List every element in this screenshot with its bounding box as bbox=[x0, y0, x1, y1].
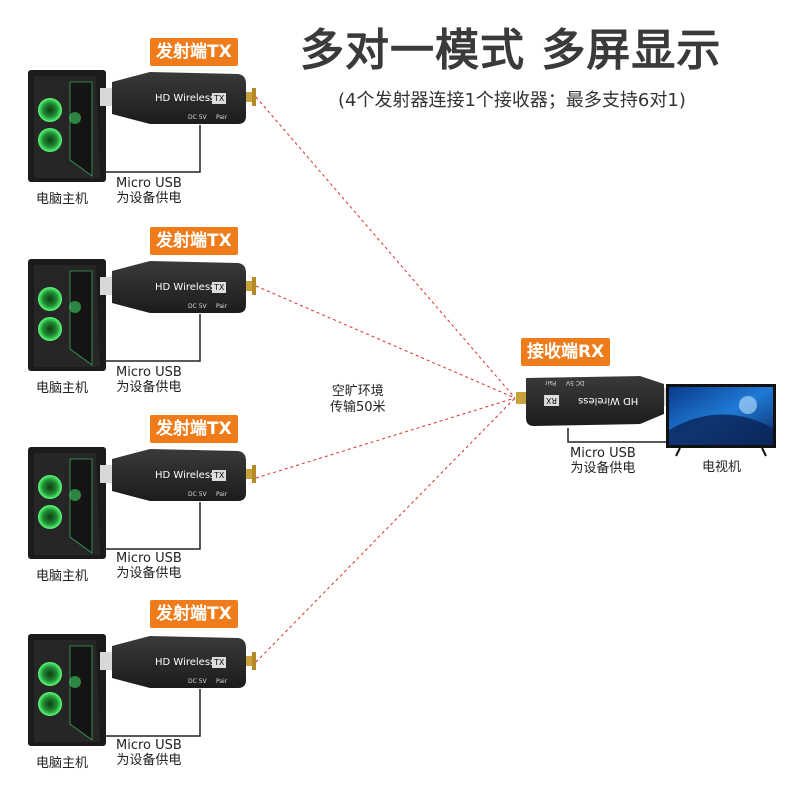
usb-label-1: Micro USB 为设备供电 bbox=[116, 176, 182, 206]
signal-line-1 bbox=[255, 96, 516, 399]
tx-device-text-2: HD Wireless bbox=[155, 282, 216, 293]
rx-port-dc: DC 5V bbox=[566, 379, 585, 386]
page-title: 多对一模式 多屏显示 bbox=[300, 25, 722, 76]
tx-tag-3: TX bbox=[212, 470, 227, 481]
rx-unit bbox=[516, 376, 678, 443]
rx-usb-label-line1: Micro USB bbox=[570, 446, 636, 461]
tv-icon bbox=[666, 384, 776, 457]
rx-port-pair: Pair bbox=[545, 379, 557, 386]
tx-port-dc-3: DC 5V bbox=[188, 491, 207, 498]
usb-label-line2-2: 为设备供电 bbox=[116, 380, 182, 395]
tx-tag-4: TX bbox=[212, 657, 227, 668]
usb-label-line1-2: Micro USB bbox=[116, 365, 182, 380]
tx-port-pair-1: Pair bbox=[216, 114, 228, 121]
tx-device-text-4: HD Wireless bbox=[155, 657, 216, 668]
tx-device-text-1: HD Wireless bbox=[155, 93, 216, 104]
distance-note-line2: 传输50米 bbox=[330, 400, 386, 415]
pc-label-4: 电脑主机 bbox=[36, 756, 89, 771]
tv-label: 电视机 bbox=[702, 460, 742, 475]
usb-label-line1-3: Micro USB bbox=[116, 551, 182, 566]
usb-label-line2-3: 为设备供电 bbox=[116, 566, 182, 581]
distance-note: 空旷环境 传输50米 bbox=[330, 384, 386, 416]
signal-line-2 bbox=[255, 285, 516, 399]
signal-line-4 bbox=[255, 397, 516, 663]
tx-unit-3 bbox=[28, 447, 256, 559]
tx-tag-1: TX bbox=[212, 93, 227, 104]
pc-label-2: 电脑主机 bbox=[36, 381, 89, 396]
pc-label-1: 电脑主机 bbox=[36, 192, 89, 207]
rx-device-text: HD Wireless bbox=[578, 395, 639, 406]
tx-port-pair-2: Pair bbox=[216, 303, 228, 310]
usb-label-line1-1: Micro USB bbox=[116, 176, 182, 191]
tx-unit-4 bbox=[28, 634, 256, 746]
tx-unit-1 bbox=[28, 70, 256, 182]
rx-usb-label: Micro USB 为设备供电 bbox=[570, 446, 636, 476]
usb-label-2: Micro USB 为设备供电 bbox=[116, 365, 182, 395]
pc-tower-icon bbox=[28, 70, 106, 182]
tx-device-text-3: HD Wireless bbox=[155, 470, 216, 481]
tx-badge-4: 发射端TX bbox=[150, 600, 238, 628]
tx-port-pair-3: Pair bbox=[216, 491, 228, 498]
usb-label-line1-4: Micro USB bbox=[116, 738, 182, 753]
tx-port-pair-4: Pair bbox=[216, 678, 228, 685]
distance-note-line1: 空旷环境 bbox=[331, 384, 384, 399]
usb-label-line2-4: 为设备供电 bbox=[116, 753, 182, 768]
usb-label-4: Micro USB 为设备供电 bbox=[116, 738, 182, 768]
page-subtitle: (4个发射器连接1个接收器；最多支持6对1) bbox=[338, 90, 686, 111]
rx-badge: 接收端RX bbox=[521, 338, 611, 366]
tx-unit-2 bbox=[28, 259, 256, 371]
tx-badge-3: 发射端TX bbox=[150, 415, 238, 443]
pc-tower-icon bbox=[28, 447, 106, 559]
tx-badge-1: 发射端TX bbox=[150, 38, 238, 66]
signal-lines bbox=[255, 96, 516, 663]
usb-label-line2-1: 为设备供电 bbox=[116, 191, 182, 206]
pc-tower-icon bbox=[28, 634, 106, 746]
tx-port-dc-2: DC 5V bbox=[188, 303, 207, 310]
rx-usb-label-line2: 为设备供电 bbox=[570, 461, 636, 476]
pc-tower-icon bbox=[28, 259, 106, 371]
tx-badge-2: 发射端TX bbox=[150, 227, 238, 255]
usb-label-3: Micro USB 为设备供电 bbox=[116, 551, 182, 581]
pc-label-3: 电脑主机 bbox=[36, 569, 89, 584]
tx-port-dc-4: DC 5V bbox=[188, 678, 207, 685]
rx-tag: RX bbox=[544, 395, 560, 406]
tx-port-dc-1: DC 5V bbox=[188, 114, 207, 121]
tx-tag-2: TX bbox=[212, 282, 227, 293]
